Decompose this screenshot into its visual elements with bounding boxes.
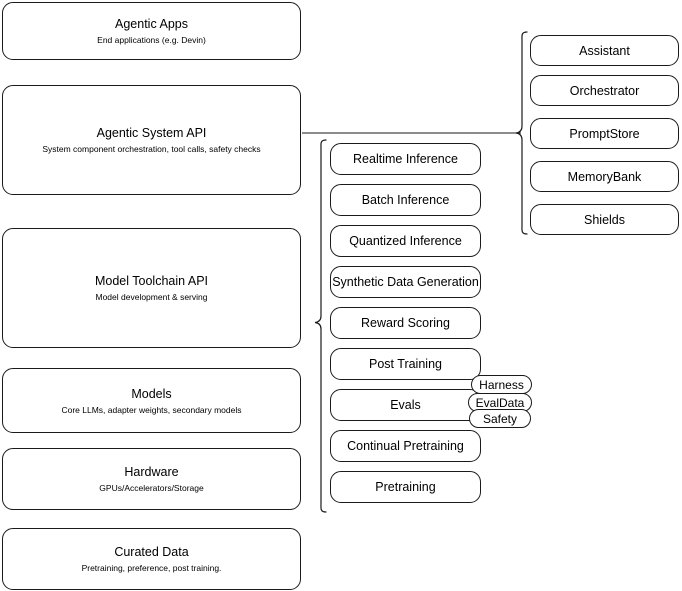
- stack-box-title: Agentic System API: [96, 126, 207, 140]
- stack-box-hardware[interactable]: Hardware GPUs/Accelerators/Storage: [2, 448, 301, 510]
- stack-box-title: Hardware: [124, 465, 179, 479]
- toolchain-chip-batch-inference[interactable]: Batch Inference: [330, 184, 481, 216]
- stack-box-title: Agentic Apps: [115, 17, 188, 31]
- stack-box-subtitle: Core LLMs, adapter weights, secondary mo…: [61, 404, 242, 415]
- stack-box-subtitle: Model development & serving: [95, 292, 208, 302]
- toolchain-chip-realtime-inference[interactable]: Realtime Inference: [330, 143, 481, 175]
- toolchain-chip-quantized-inference[interactable]: Quantized Inference: [330, 225, 481, 257]
- stack-box-subtitle: End applications (e.g. Devin): [97, 35, 206, 45]
- agentic-chip-promptstore[interactable]: PromptStore: [530, 118, 679, 149]
- agentic-chip-shields[interactable]: Shields: [530, 204, 679, 235]
- stack-box-title: Curated Data: [114, 545, 189, 559]
- evals-pill-harness[interactable]: Harness: [471, 375, 532, 394]
- stack-box-subtitle: GPUs/Accelerators/Storage: [99, 483, 204, 493]
- agentic-chip-assistant[interactable]: Assistant: [530, 35, 679, 66]
- toolchain-chip-continual-pretraining[interactable]: Continual Pretraining: [330, 430, 481, 462]
- stack-box-curated-data[interactable]: Curated Data Pretraining, preference, po…: [2, 528, 301, 590]
- stack-box-title: Models: [131, 386, 172, 401]
- brace-agentic-components: [515, 31, 528, 235]
- stack-box-model-toolchain-api[interactable]: Model Toolchain API Model development & …: [2, 228, 301, 348]
- evals-pill-safety[interactable]: Safety: [469, 409, 531, 428]
- toolchain-chip-reward-scoring[interactable]: Reward Scoring: [330, 307, 481, 339]
- stack-box-title: Model Toolchain API: [94, 274, 209, 288]
- toolchain-chip-synthetic-data-generation[interactable]: Synthetic Data Generation: [330, 266, 481, 298]
- brace-toolchain-components: [314, 139, 327, 513]
- toolchain-chip-evals[interactable]: Evals: [330, 389, 481, 421]
- toolchain-chip-post-training[interactable]: Post Training: [330, 348, 481, 380]
- agentic-chip-memorybank[interactable]: MemoryBank: [530, 161, 679, 192]
- toolchain-chip-pretraining[interactable]: Pretraining: [330, 471, 481, 503]
- stack-box-agentic-system-api[interactable]: Agentic System API System component orch…: [2, 85, 301, 195]
- stack-box-subtitle: System component orchestration, tool cal…: [42, 144, 261, 154]
- stack-box-subtitle: Pretraining, preference, post training.: [81, 563, 222, 573]
- stack-box-models[interactable]: Models Core LLMs, adapter weights, secon…: [2, 368, 301, 433]
- stack-box-agentic-apps[interactable]: Agentic Apps End applications (e.g. Devi…: [2, 2, 301, 60]
- agentic-chip-orchestrator[interactable]: Orchestrator: [530, 75, 679, 106]
